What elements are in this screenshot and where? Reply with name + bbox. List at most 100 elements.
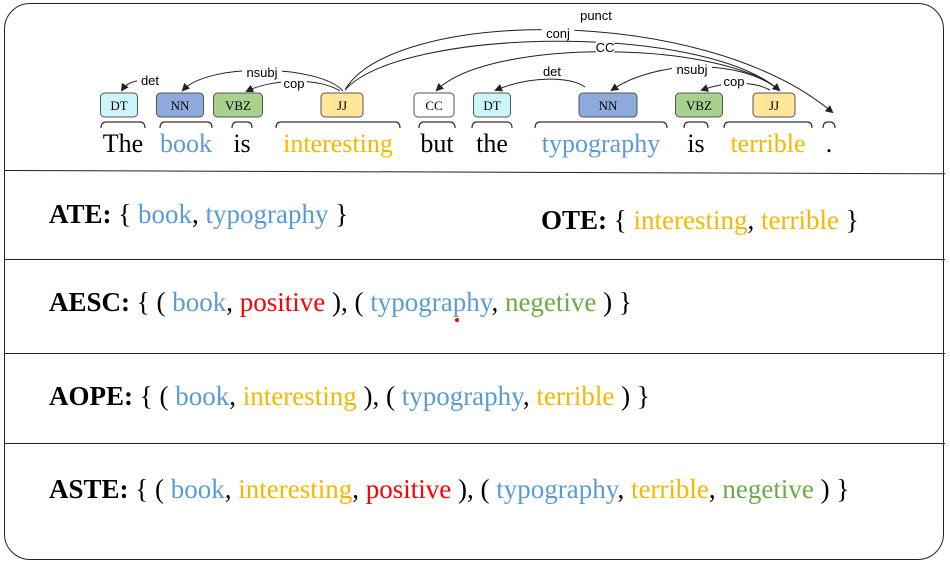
word-5: the bbox=[476, 129, 508, 158]
divider-3 bbox=[5, 353, 945, 354]
arc-label-bg bbox=[721, 75, 747, 88]
word-brace bbox=[231, 121, 253, 129]
aope-item-separator: ), ( bbox=[356, 381, 402, 411]
ate-row: ATE: { book, typography } bbox=[49, 199, 348, 230]
word-4: but bbox=[420, 129, 454, 158]
pos-tag-box bbox=[675, 92, 723, 118]
pos-tag-box bbox=[473, 92, 511, 118]
aste-item-positive: positive bbox=[365, 474, 452, 504]
ote-open: { bbox=[607, 205, 634, 235]
aste-item-opinion: interesting bbox=[238, 474, 353, 504]
word-3: interesting bbox=[283, 129, 393, 158]
dep-label-6: det bbox=[543, 64, 561, 79]
dependency-arc bbox=[494, 78, 586, 92]
arc-label-bg bbox=[242, 66, 282, 79]
ote-item-opinion: interesting bbox=[633, 205, 748, 235]
ate-item-aspect: book bbox=[137, 199, 192, 229]
aste-item-separator: , bbox=[617, 474, 631, 504]
aste-item-negative: negetive bbox=[722, 474, 814, 504]
pos-tag-6: NN bbox=[599, 98, 618, 113]
aste-item-separator: , bbox=[224, 474, 239, 504]
aesc-item-aspect: book bbox=[172, 287, 227, 317]
word-brace bbox=[159, 121, 213, 129]
word-6: typography bbox=[542, 129, 660, 158]
aste-item-aspect: typography bbox=[496, 474, 618, 504]
arc-label-bg bbox=[576, 9, 616, 22]
word-2: is bbox=[233, 129, 250, 158]
aesc-colon: : bbox=[121, 287, 131, 317]
word-brace bbox=[723, 121, 813, 129]
arc-label-bg bbox=[539, 65, 565, 78]
ote-item-separator: , bbox=[747, 205, 761, 235]
aope-open: { ( bbox=[133, 381, 176, 411]
aste-close: ) } bbox=[813, 474, 850, 504]
aesc-item-separator: , bbox=[491, 287, 505, 317]
aope-row: AOPE: { ( book, interesting ), ( typogra… bbox=[49, 381, 650, 412]
arc-label-bg bbox=[281, 77, 307, 90]
word-0: The bbox=[103, 129, 143, 158]
pos-tag-2: VBZ bbox=[225, 98, 251, 113]
aope-colon: : bbox=[124, 381, 134, 411]
aste-item-separator: , bbox=[708, 474, 723, 504]
pos-tag-4: CC bbox=[425, 98, 442, 113]
dep-label-5: CC bbox=[596, 40, 615, 55]
dependency-arc bbox=[344, 40, 781, 92]
pos-tag-1: NN bbox=[171, 98, 190, 113]
aesc-item-separator: , bbox=[226, 287, 240, 317]
dep-label-1: nsubj bbox=[246, 65, 277, 80]
aste-items: book, interesting, positive ), ( typogra… bbox=[171, 474, 814, 504]
pos-tag-0: DT bbox=[110, 98, 127, 113]
divider-2 bbox=[5, 259, 945, 260]
ote-label: OTE bbox=[541, 205, 599, 235]
dep-label-4: conj bbox=[546, 26, 570, 41]
pos-tag-box bbox=[413, 92, 455, 118]
aste-row: ASTE: { ( book, interesting, positive ),… bbox=[49, 474, 849, 505]
aesc-item-positive: positive bbox=[239, 287, 326, 317]
pos-tag-box bbox=[100, 92, 138, 118]
divider-4 bbox=[5, 443, 945, 444]
word-brace bbox=[534, 121, 668, 129]
aope-item-opinion: terrible bbox=[536, 381, 615, 411]
aste-colon: : bbox=[119, 474, 129, 504]
arc-label-bg bbox=[595, 41, 615, 54]
aope-items: book, interesting ), ( typography, terri… bbox=[175, 381, 614, 411]
word-brace bbox=[471, 121, 513, 129]
arc-label-bg bbox=[541, 27, 575, 40]
pos-tag-7: VBZ bbox=[686, 98, 712, 113]
aope-item-aspect: typography bbox=[401, 381, 523, 411]
ate-colon: : bbox=[102, 199, 112, 229]
pos-tag-3: JJ bbox=[337, 98, 347, 113]
dep-label-0: det bbox=[141, 73, 159, 88]
word-brace bbox=[683, 121, 709, 129]
aope-item-opinion: interesting bbox=[242, 381, 357, 411]
ate-label: ATE bbox=[49, 199, 103, 229]
word-brace bbox=[418, 121, 456, 129]
arc-label-bg bbox=[137, 74, 163, 87]
aesc-item-negative: negetive bbox=[504, 287, 597, 317]
figure-frame bbox=[4, 3, 944, 560]
ote-close: } bbox=[838, 205, 859, 235]
aste-open: { ( bbox=[128, 474, 171, 504]
ote-colon: : bbox=[598, 205, 608, 235]
dep-label-2: cop bbox=[284, 76, 305, 91]
aope-close: ) } bbox=[614, 381, 650, 411]
pos-tag-box bbox=[578, 92, 638, 118]
word-brace bbox=[822, 121, 836, 129]
pos-tag-5: DT bbox=[483, 98, 500, 113]
word-brace bbox=[275, 121, 401, 129]
stray-dot bbox=[455, 318, 459, 322]
word-1: book bbox=[160, 129, 212, 158]
ate-item-separator: , bbox=[191, 199, 206, 229]
aesc-items: book, positive ), ( typography, negetive bbox=[172, 287, 596, 317]
word-brace bbox=[100, 121, 146, 129]
word-8: terrible bbox=[730, 129, 805, 158]
aope-item-separator: , bbox=[229, 381, 243, 411]
ote-item-opinion: terrible bbox=[760, 205, 839, 235]
ate-item-aspect: typography bbox=[205, 199, 329, 229]
aope-item-aspect: book bbox=[175, 381, 230, 411]
dep-label-3: punct bbox=[580, 8, 612, 23]
word-7: is bbox=[687, 129, 704, 158]
aope-item-separator: , bbox=[522, 381, 537, 411]
aste-item-separator: ), ( bbox=[451, 474, 497, 504]
